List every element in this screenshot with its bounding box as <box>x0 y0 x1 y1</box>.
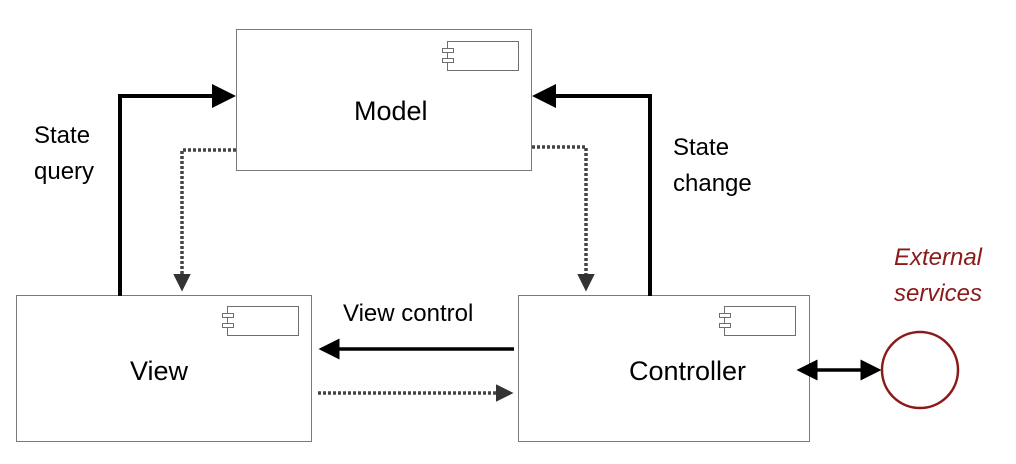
state-change-arrow <box>532 84 652 296</box>
model-label: Model <box>354 96 428 126</box>
state-query-line2: query <box>34 158 95 185</box>
state-query-label: State query <box>34 118 94 190</box>
external-services-line2: services <box>893 280 982 307</box>
model-node: Model <box>236 29 532 171</box>
controller-label: Controller <box>629 356 747 386</box>
model-to-view-arrow <box>173 148 236 292</box>
state-query-line1: State <box>34 122 91 149</box>
view-control-label: View control <box>343 300 474 327</box>
view-node: View <box>16 295 312 442</box>
external-services-label: External services <box>860 240 982 312</box>
state-change-line2: change <box>673 170 752 197</box>
state-query-arrow <box>118 84 236 296</box>
controller-node: Controller <box>518 295 810 442</box>
state-change-line1: State <box>673 134 730 161</box>
view-label: View <box>130 356 189 386</box>
component-icon <box>719 306 796 336</box>
model-to-controller-arrow <box>532 145 595 292</box>
state-change-label: State change <box>673 130 752 202</box>
component-icon <box>442 41 519 71</box>
external-services-line1: External <box>893 244 982 271</box>
component-icon <box>222 306 299 336</box>
external-services-node <box>880 330 960 410</box>
